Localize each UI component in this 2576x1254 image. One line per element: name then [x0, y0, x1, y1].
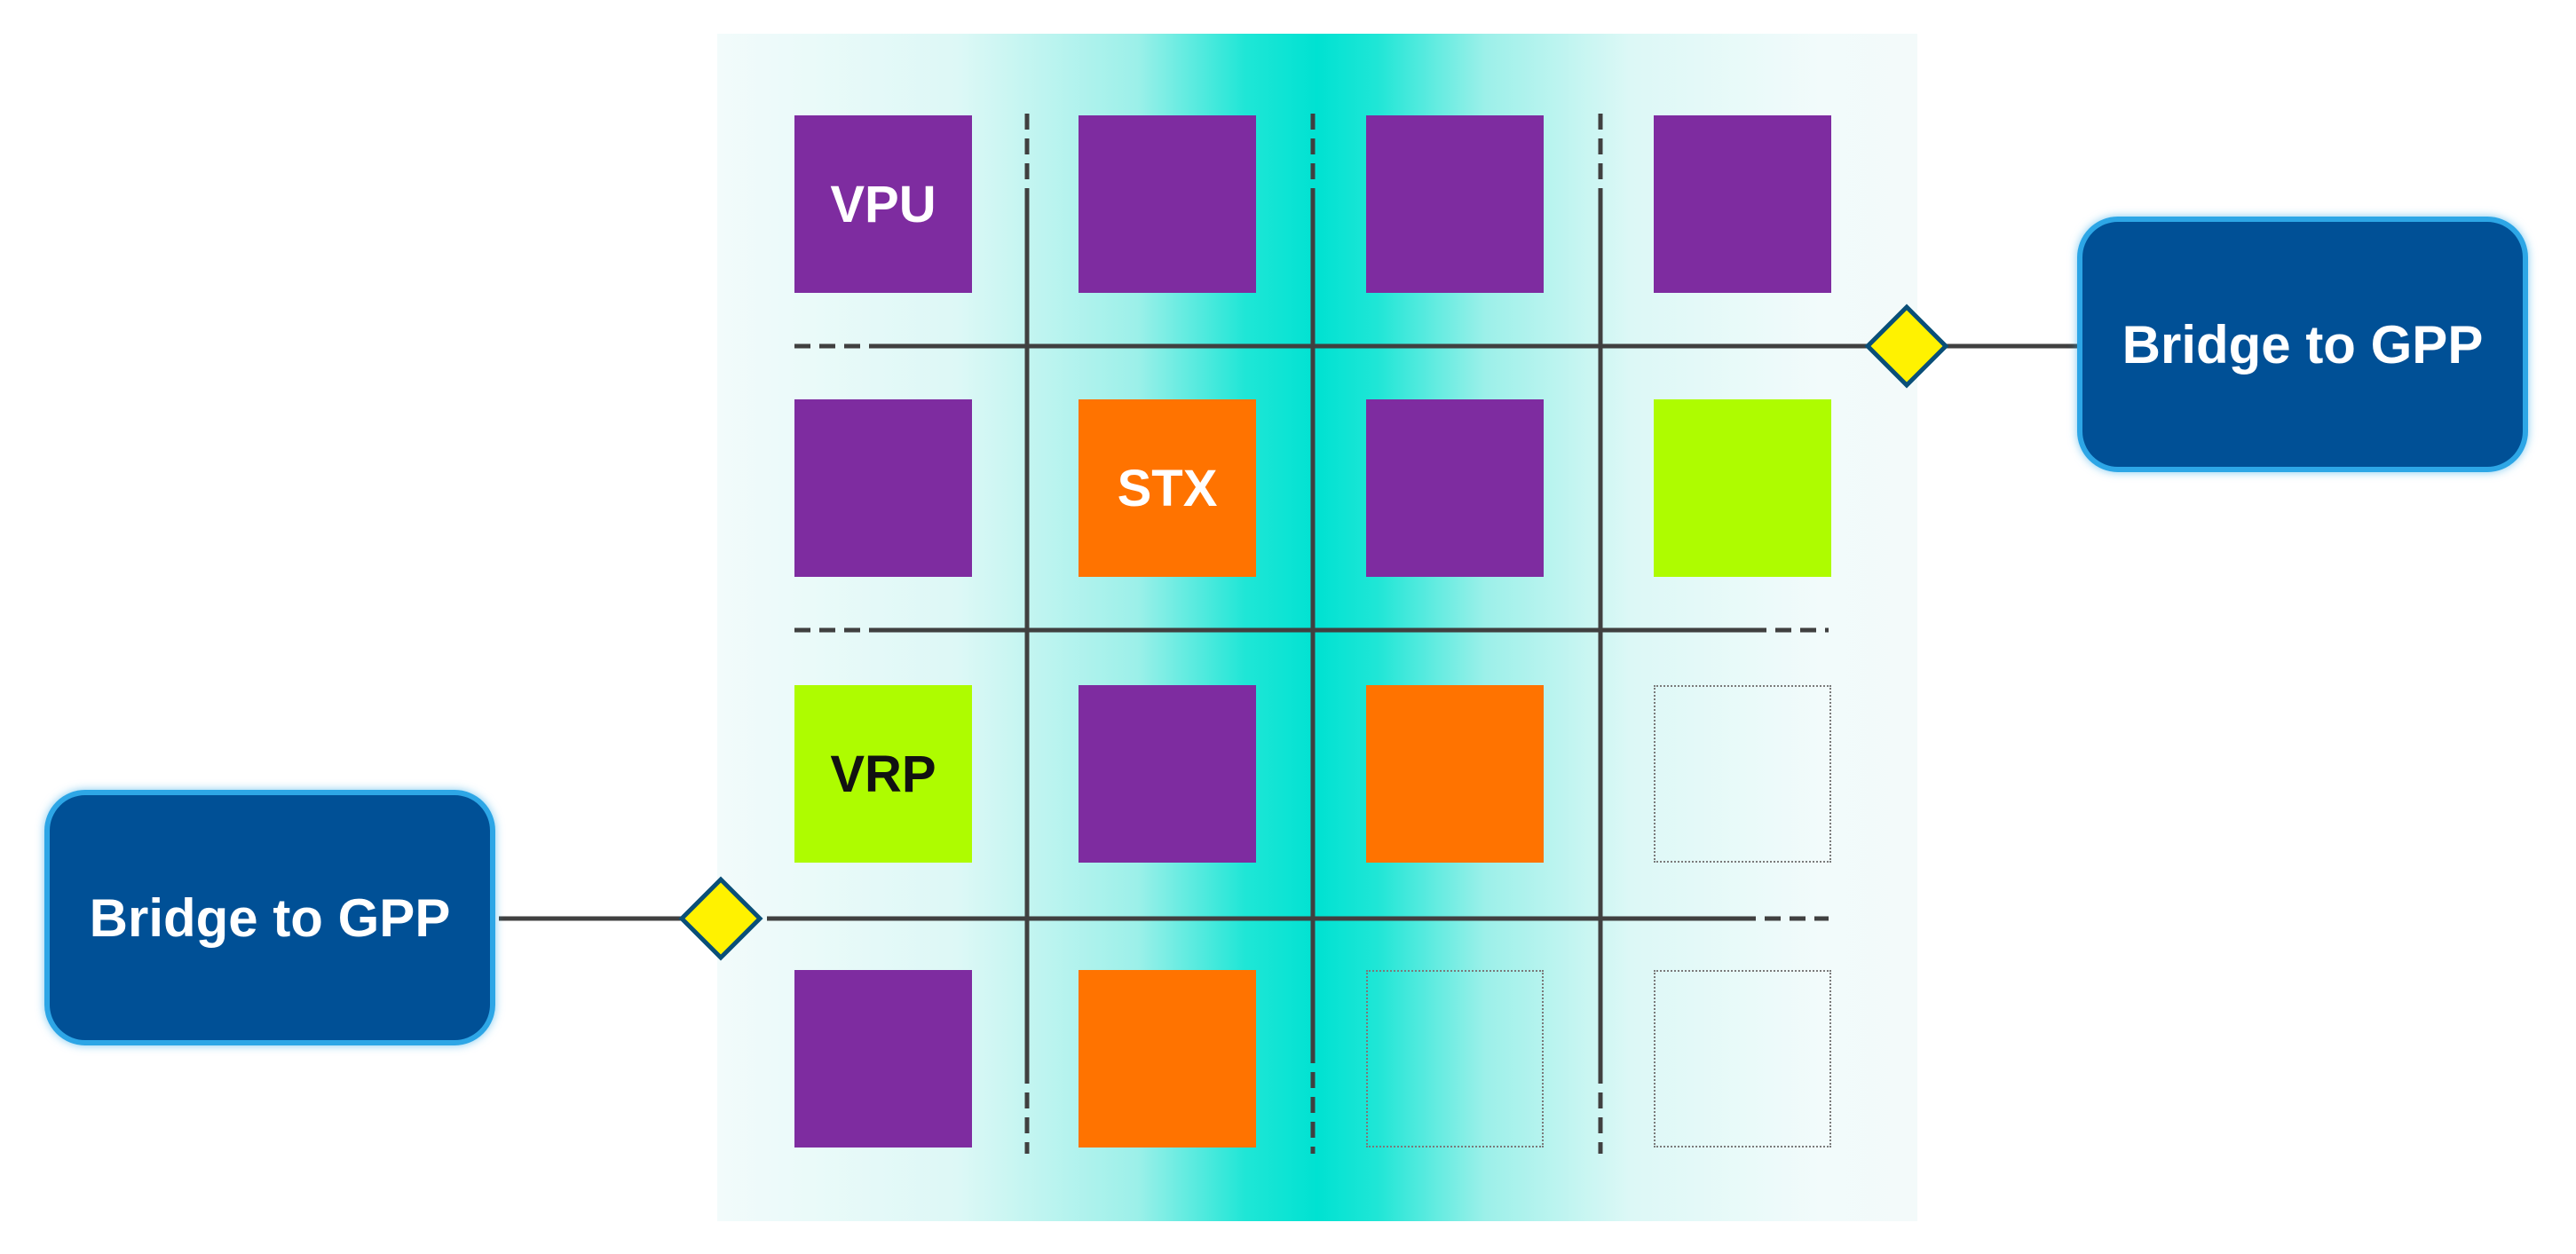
tile-r4c1: [794, 970, 972, 1148]
tile-r4c2: [1079, 970, 1256, 1148]
bridge-to-gpp-left: Bridge to GPP: [44, 790, 495, 1045]
left-bridge-connector: [678, 876, 763, 961]
right-bridge-connector: [1864, 304, 1949, 389]
tile-r4c3: [1366, 970, 1544, 1148]
bridge-left-label: Bridge to GPP: [89, 887, 451, 948]
tile-r3c4: [1654, 685, 1831, 863]
tile-r1c4: [1654, 115, 1831, 293]
bridge-right-label: Bridge to GPP: [2122, 314, 2484, 375]
tile-r3c2: [1079, 685, 1256, 863]
tile-r4c4: [1654, 970, 1831, 1148]
tile-r3c1: VRP: [794, 685, 972, 863]
tile-r1c3: [1366, 115, 1544, 293]
bridge-to-gpp-right: Bridge to GPP: [2077, 217, 2528, 472]
tile-r2c1: [794, 399, 972, 577]
tile-r3c3: [1366, 685, 1544, 863]
tile-r1c2: [1079, 115, 1256, 293]
tile-r1c1: VPU: [794, 115, 972, 293]
tile-r2c4: [1654, 399, 1831, 577]
tile-r2c3: [1366, 399, 1544, 577]
tile-r2c2: STX: [1079, 399, 1256, 577]
